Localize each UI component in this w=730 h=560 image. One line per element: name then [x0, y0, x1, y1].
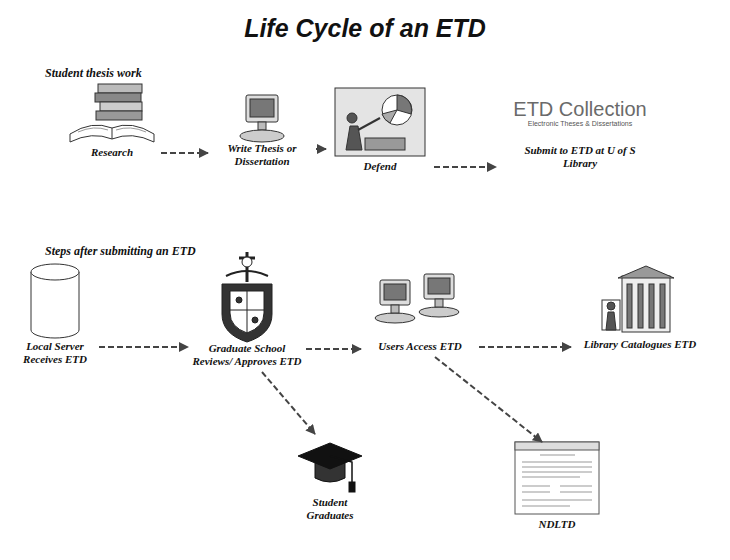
node-caption: Student Graduates	[290, 496, 370, 522]
section-label: Steps after submitting an ETD	[45, 244, 196, 259]
icon-node: Library Catalogues ETD	[575, 270, 705, 351]
defend-picture	[335, 88, 425, 156]
computers-icon	[375, 274, 459, 323]
logo-text: ETD Collection	[500, 98, 660, 120]
flow-arrow	[99, 346, 188, 348]
server-cylinder	[31, 264, 79, 338]
node-caption: Users Access ETD	[365, 340, 475, 353]
books-icon	[70, 84, 154, 142]
flow-arrow	[262, 372, 315, 434]
icon-node: Write Thesis or Dissertation	[212, 92, 312, 168]
flow-arrow	[161, 152, 208, 154]
crest-icon	[222, 252, 272, 342]
computer-icon	[240, 95, 284, 142]
flow-arrow	[435, 357, 542, 442]
node-caption: Research	[67, 146, 157, 159]
node-caption: Defend	[330, 160, 430, 173]
node-caption: Library Catalogues ETD	[575, 338, 705, 351]
flow-arrow	[316, 148, 326, 150]
icon-node: NDLTD	[507, 440, 607, 531]
flow-arrow	[306, 348, 361, 350]
node-caption: Local Server Receives ETD	[15, 340, 95, 366]
icon-node: ETD CollectionElectronic Theses & Disser…	[500, 98, 660, 170]
library-icon	[602, 266, 674, 332]
node-caption: NDLTD	[507, 518, 607, 531]
icon-node: Defend	[330, 88, 430, 173]
node-caption: Write Thesis or Dissertation	[212, 142, 312, 168]
icon-node: Local Server Receives ETD	[15, 262, 95, 366]
icon-node: Users Access ETD	[365, 270, 475, 353]
logo-subtitle: Electronic Theses & Dissertations	[500, 120, 660, 128]
ndltd-page	[515, 442, 599, 514]
flow-arrow	[479, 346, 571, 348]
mortarboard-icon	[298, 443, 362, 492]
node-caption: Submit to ETD at U of S Library	[520, 144, 640, 170]
section-label: Student thesis work	[45, 66, 142, 81]
icon-node: Student Graduates	[290, 432, 370, 522]
node-caption: Graduate School Reviews/ Approves ETD	[192, 342, 302, 368]
icon-node: Graduate School Reviews/ Approves ETD	[192, 250, 302, 368]
flow-arrow	[434, 166, 496, 168]
diagram-title: Life Cycle of an ETD	[0, 14, 730, 43]
icon-node: Research	[67, 80, 157, 159]
